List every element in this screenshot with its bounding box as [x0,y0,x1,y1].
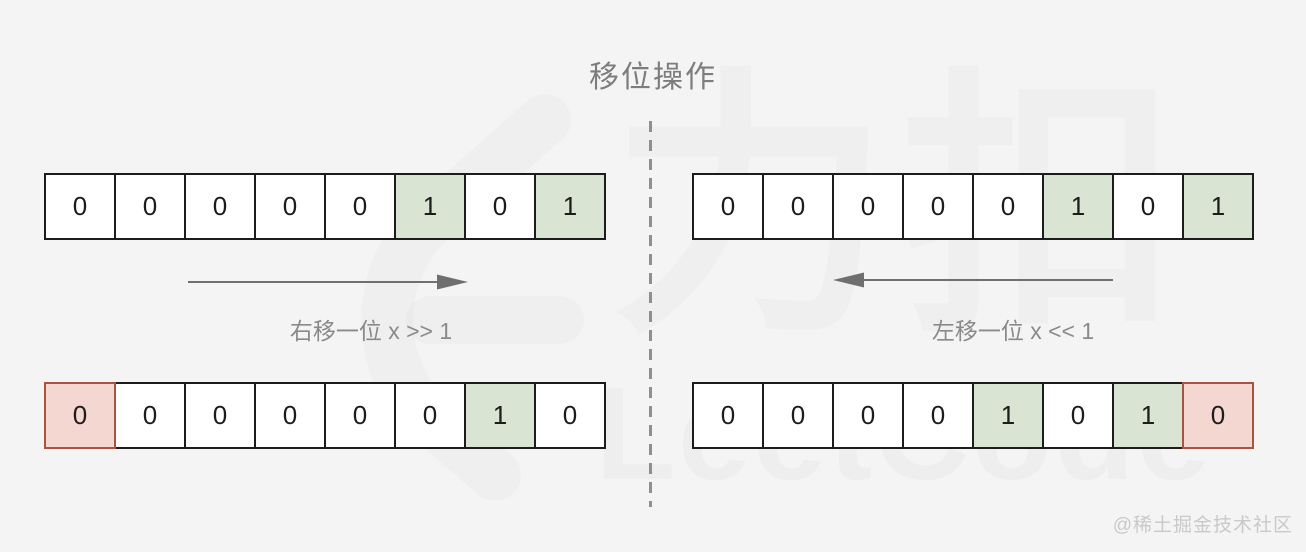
bit-cell: 0 [534,382,606,449]
bit-cell: 0 [1182,382,1254,449]
bit-cell: 0 [762,382,834,449]
bit-cell: 1 [464,382,536,449]
right-shift-label: 右移一位 x >> 1 [289,318,453,344]
bit-cell: 0 [832,382,904,449]
bit-cell: 0 [254,173,326,240]
community-credit: @稀土掘金技术社区 [1112,515,1293,536]
shift-right-arrow-icon [188,274,468,290]
bit-cell: 0 [114,382,186,449]
bit-cell: 0 [44,173,116,240]
shift-left-arrow-icon [833,272,1113,288]
bit-cell: 0 [762,173,834,240]
bit-cell: 1 [1042,173,1114,240]
bit-cell: 0 [902,382,974,449]
bit-cell: 0 [692,173,764,240]
bit-cell: 0 [832,173,904,240]
vertical-dashed-divider [649,121,652,507]
bit-cell: 0 [254,382,326,449]
bit-cell: 0 [184,382,256,449]
bit-cell: 0 [1112,173,1184,240]
bit-cell: 0 [394,382,466,449]
bit-cell: 1 [972,382,1044,449]
bit-cell: 0 [1042,382,1114,449]
bit-cell: 1 [1112,382,1184,449]
bit-cell: 0 [464,173,536,240]
bit-cell: 1 [394,173,466,240]
bit-cell: 0 [972,173,1044,240]
bit-cell: 0 [324,382,396,449]
bit-cell: 1 [1182,173,1254,240]
bit-cell: 0 [114,173,186,240]
page-title: 移位操作 [589,61,717,94]
left-shift-label: 左移一位 x << 1 [931,318,1095,344]
bit-cell: 0 [692,382,764,449]
bit-cell: 0 [44,382,116,449]
bit-cell: 0 [902,173,974,240]
bit-cell: 0 [184,173,256,240]
bit-cell: 1 [534,173,606,240]
bit-cell: 0 [324,173,396,240]
